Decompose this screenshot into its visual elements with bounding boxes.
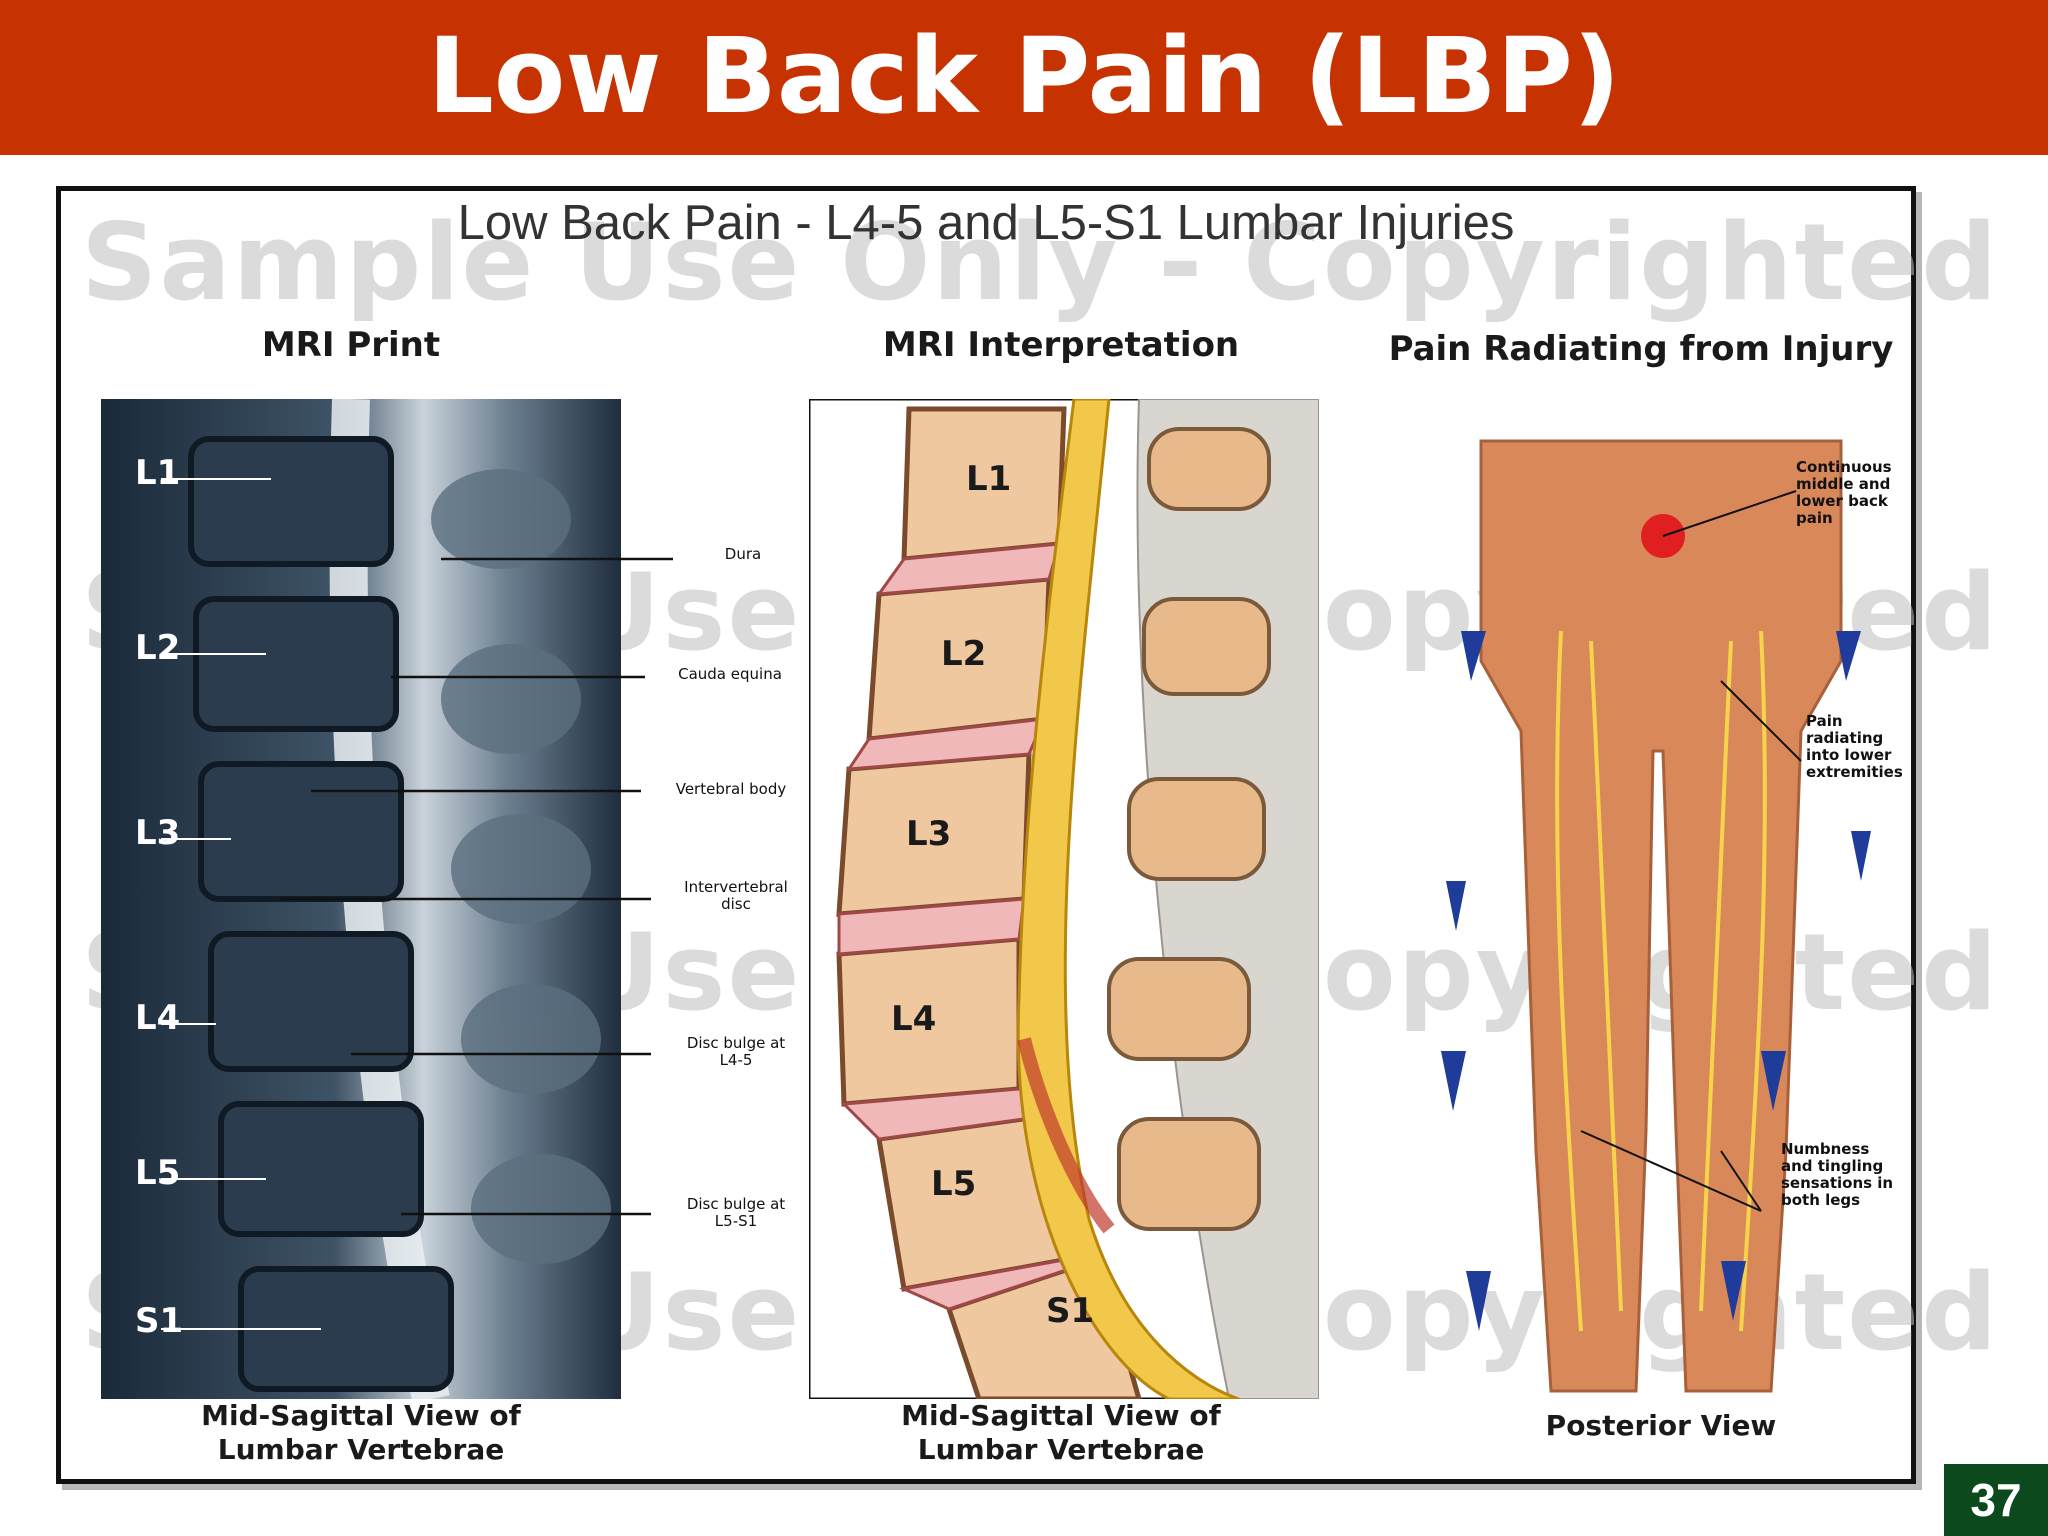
mri-label-l3: L3 [135, 813, 181, 853]
mri-label-l2: L2 [135, 628, 181, 668]
mri-print-title: MRI Print [261, 325, 441, 365]
interp-label-l2: L2 [941, 634, 987, 674]
note-lower-extremities: Pain radiating into lower extremities [1806, 712, 1903, 781]
slide-number: 37 [1944, 1464, 2048, 1536]
interp-label-s1: S1 [1046, 1291, 1095, 1331]
callout-vertebral-body: Vertebral body [641, 781, 821, 798]
mri-label-s1: S1 [135, 1301, 184, 1341]
mri-label-l1: L1 [135, 453, 181, 493]
callout-intervertebral-disc: Intervertebral disc [651, 879, 821, 913]
interp-label-l1: L1 [966, 459, 1012, 499]
pain-radiating-title: Pain Radiating from Injury [1388, 329, 1894, 369]
callout-disc-bulge-l5-s1: Disc bulge at L5-S1 [651, 1196, 821, 1230]
slide-title: Low Back Pain (LBP) [427, 15, 1621, 137]
interp-label-l3: L3 [906, 814, 952, 854]
interp-label-l5: L5 [931, 1164, 977, 1204]
mri-interpretation-illustration [809, 399, 1319, 1399]
mri-interpretation-title: MRI Interpretation [882, 325, 1240, 365]
interp-label-l4: L4 [891, 999, 937, 1039]
watermark: Sample Use Only - Copyrighted [81, 201, 2000, 324]
mri-print-image [101, 399, 621, 1399]
mri-label-l4: L4 [135, 998, 181, 1038]
posterior-view-caption: Posterior View [1545, 1409, 1777, 1442]
note-back-pain: Continuous middle and lower back pain [1796, 458, 1892, 527]
callout-disc-bulge-l4-5: Disc bulge at L4-5 [651, 1035, 821, 1069]
title-bar [0, 0, 2048, 155]
callout-cauda-equina: Cauda equina [645, 666, 815, 683]
figure-title: Low Back Pain - L4-5 and L5-S1 Lumbar In… [457, 196, 1515, 250]
callout-dura: Dura [673, 546, 813, 563]
mri-label-l5: L5 [135, 1153, 181, 1193]
note-numbness: Numbness and tingling sensations in both… [1781, 1140, 1894, 1209]
mri-print-caption: Mid-Sagittal View of Lumbar Vertebrae [201, 1399, 521, 1466]
mri-interpretation-caption: Mid-Sagittal View of Lumbar Vertebrae [901, 1399, 1221, 1466]
posterior-view-illustration [1441, 439, 1871, 1393]
figure-frame: Sample Use Only - Copyrighted Sample Use… [56, 186, 1997, 1484]
